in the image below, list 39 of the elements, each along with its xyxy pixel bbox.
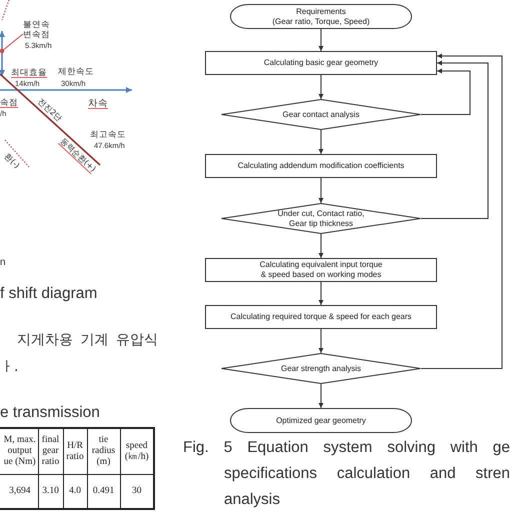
table-header-cell: H/R ratio [63, 428, 87, 474]
body-text: 지게차용 기계 유압식 [17, 332, 158, 348]
process-box: Calculating addendum modification coefficients [205, 154, 437, 178]
table-header-cell: final gear ratio [38, 428, 63, 474]
arrow [420, 60, 488, 219]
axis-label: 차속 [88, 99, 108, 110]
arrow [318, 74, 324, 100]
caption-text: f shift diagram [0, 285, 98, 303]
arrow [318, 234, 324, 258]
decision-diamond: Gear contact analysis [221, 99, 421, 130]
chart-label: 제한속도 [58, 68, 94, 78]
arrow [318, 28, 324, 52]
process-box: Calculating equivalent input torque & speed based on working modes [205, 258, 437, 282]
process-box: Calculating basic gear geometry [205, 51, 437, 75]
terminal-shape: Optimized gear geometry [230, 408, 412, 433]
arrow [420, 54, 502, 369]
arrow [318, 384, 324, 408]
decision-diamond: Under cut, Contact ratio, Gear tip thickness [221, 203, 421, 234]
chart-label: 속점 [0, 99, 18, 109]
body-text: n [0, 257, 6, 268]
arrow [318, 328, 324, 354]
decision-diamond: Gear strength analysis [221, 353, 421, 384]
arrow [318, 178, 324, 204]
arrow [318, 130, 324, 154]
annotation-label: 불연속 변속점 [23, 20, 51, 40]
body-text: (Gear ratio, Torque, Speed) [272, 16, 370, 26]
arrow [420, 68, 470, 115]
table-title: e transmission [0, 404, 100, 422]
chart-label: 최대효율 [11, 69, 47, 79]
terminal-shape [230, 4, 412, 29]
figure-caption: Fig. 5 Equation system solving with ge specifications calculation and stren analysis [183, 438, 510, 510]
table-header-cell: M, max. output ue (Nm) [0, 428, 38, 474]
chart-label: 최고속도 [90, 131, 126, 140]
leader-line [0, 34, 24, 54]
arrow [318, 282, 324, 306]
body-text: ㅏ. [0, 359, 18, 376]
process-box: Calculating required torque & speed for each gears [205, 305, 437, 329]
heading-text: Requirements [296, 6, 346, 16]
table-header-cell: tie radius (m) [87, 428, 120, 474]
